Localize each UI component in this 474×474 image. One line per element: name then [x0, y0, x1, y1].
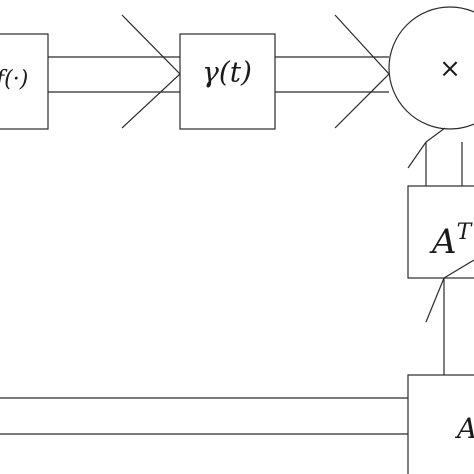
feedback-lines: [0, 397, 408, 435]
multiplier-node[interactable]: [388, 6, 474, 130]
a-label: A: [454, 412, 474, 445]
arrow-left-to-gamma: [48, 14, 181, 129]
left-function-label: f(·): [0, 67, 28, 92]
a-block[interactable]: [407, 374, 474, 474]
multiplier-symbol: ×: [439, 54, 461, 84]
arrow-at-to-multiplier: [407, 127, 463, 186]
arrow-gamma-to-multiplier: [275, 14, 390, 129]
gamma-label: γ(t): [202, 56, 252, 89]
at-block[interactable]: [407, 185, 474, 279]
arrow-a-to-at: [425, 259, 474, 375]
at-label: AT: [429, 220, 474, 262]
gamma-block[interactable]: [179, 33, 276, 130]
left-function-block[interactable]: [0, 33, 49, 130]
